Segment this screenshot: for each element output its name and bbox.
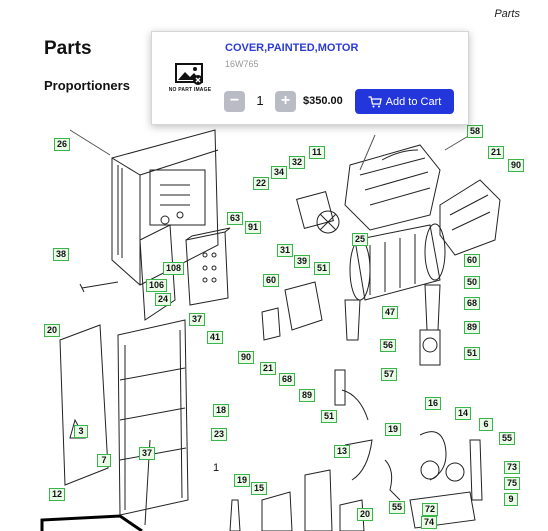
callout-label[interactable]: 11: [309, 146, 325, 159]
callout-label[interactable]: 14: [455, 407, 472, 420]
callout-label[interactable]: 63: [227, 212, 244, 225]
callout-label[interactable]: 19: [385, 423, 402, 436]
callout-label[interactable]: 74: [421, 516, 438, 529]
callout-label[interactable]: 60: [464, 254, 481, 267]
callout-label[interactable]: 23: [211, 428, 228, 441]
callout-label[interactable]: 51: [321, 410, 338, 423]
quantity-value[interactable]: 1: [256, 93, 264, 108]
quantity-increase-button[interactable]: +: [275, 91, 296, 112]
callout-label[interactable]: 25: [352, 233, 369, 246]
diagram-label-1: 1: [213, 462, 219, 474]
callout-label[interactable]: 89: [299, 389, 316, 402]
part-name[interactable]: COVER,PAINTED,MOTOR: [225, 42, 359, 54]
no-image-icon: [175, 63, 203, 85]
callout-label[interactable]: 89: [464, 321, 481, 334]
callout-label[interactable]: 47: [382, 306, 399, 319]
callout-label[interactable]: 50: [464, 276, 481, 289]
section-title: Proportioners: [44, 78, 130, 93]
callout-label[interactable]: 90: [508, 159, 525, 172]
callout-label[interactable]: 108: [163, 262, 185, 275]
callout-label[interactable]: 38: [53, 248, 70, 261]
callout-label[interactable]: 21: [488, 146, 505, 159]
header-parts-label: Parts: [494, 8, 520, 20]
callout-label[interactable]: 20: [44, 324, 61, 337]
callout-label[interactable]: 7: [97, 454, 111, 467]
add-to-cart-label: Add to Cart: [385, 95, 442, 108]
page-title: Parts: [44, 38, 92, 59]
part-popup: NO PART IMAGE COVER,PAINTED,MOTOR 16W765…: [151, 31, 469, 125]
callout-label[interactable]: 32: [289, 156, 306, 169]
callout-label[interactable]: 37: [189, 313, 206, 326]
callout-label[interactable]: 58: [467, 125, 484, 138]
callout-label[interactable]: 68: [279, 373, 296, 386]
callout-label[interactable]: 21: [260, 362, 277, 375]
callout-label[interactable]: 15: [251, 482, 268, 495]
callout-label[interactable]: 73: [504, 461, 521, 474]
callout-label[interactable]: 34: [271, 166, 288, 179]
callout-label[interactable]: 51: [314, 262, 331, 275]
callout-label[interactable]: 41: [207, 331, 224, 344]
callout-label[interactable]: 9: [504, 493, 518, 506]
callout-label[interactable]: 75: [504, 477, 521, 490]
callout-label[interactable]: 72: [422, 503, 439, 516]
part-price: $350.00: [303, 95, 343, 107]
callout-label[interactable]: 60: [263, 274, 280, 287]
quantity-decrease-button[interactable]: −: [224, 91, 245, 112]
callout-label[interactable]: 37: [139, 447, 156, 460]
callout-label[interactable]: 90: [238, 351, 255, 364]
add-to-cart-button[interactable]: Add to Cart: [355, 89, 454, 114]
callout-label[interactable]: 26: [54, 138, 71, 151]
cart-icon: [368, 95, 382, 107]
callout-label[interactable]: 91: [245, 221, 262, 234]
callout-label[interactable]: 13: [334, 445, 351, 458]
callout-label[interactable]: 6: [479, 418, 493, 431]
callout-label[interactable]: 19: [234, 474, 251, 487]
callout-label[interactable]: 56: [380, 339, 397, 352]
callout-label[interactable]: 55: [389, 501, 406, 514]
callout-label[interactable]: 24: [155, 293, 172, 306]
callout-label[interactable]: 51: [464, 347, 481, 360]
callout-label[interactable]: 20: [357, 508, 374, 521]
part-number: 16W765: [225, 59, 259, 69]
callout-label[interactable]: 106: [146, 279, 168, 292]
callout-label[interactable]: 22: [253, 177, 270, 190]
callout-label[interactable]: 57: [381, 368, 398, 381]
callout-label[interactable]: 68: [464, 297, 481, 310]
callout-label[interactable]: 55: [499, 432, 516, 445]
callout-label[interactable]: 39: [294, 255, 311, 268]
callout-label[interactable]: 16: [425, 397, 442, 410]
callout-label[interactable]: 31: [277, 244, 294, 257]
callout-label[interactable]: 3: [74, 425, 88, 438]
no-image-text: NO PART IMAGE: [168, 87, 212, 93]
no-part-image-placeholder: NO PART IMAGE: [164, 60, 216, 100]
callout-label[interactable]: 18: [213, 404, 230, 417]
callout-label[interactable]: 12: [49, 488, 66, 501]
